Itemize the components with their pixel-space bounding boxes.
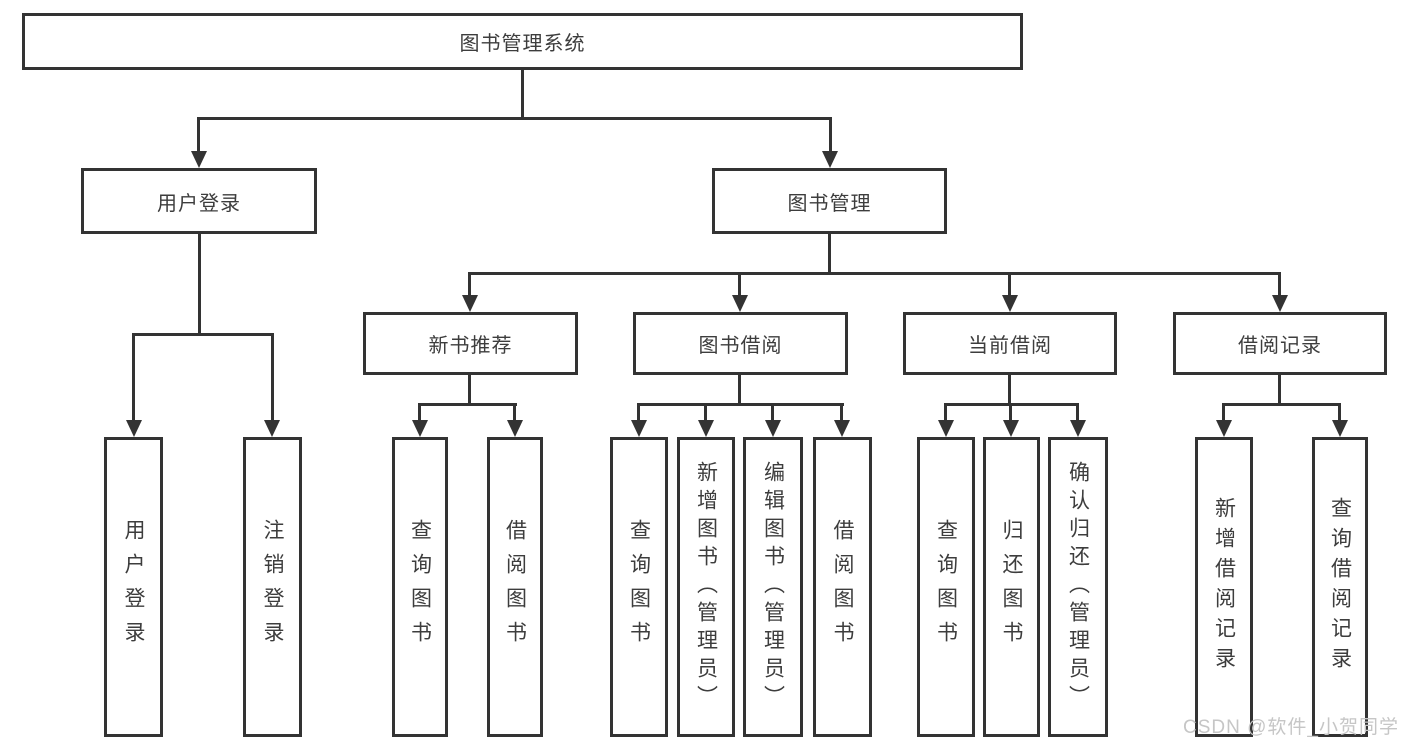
- connector-line: [1278, 375, 1281, 405]
- node-borrow-books: 借阅图书: [487, 437, 543, 737]
- node-label: 借阅图书: [503, 519, 527, 655]
- node-label: 查询图书: [627, 519, 651, 655]
- connector-line: [637, 403, 844, 406]
- connector-line: [197, 117, 200, 152]
- node-borrow-books: 借阅图书: [813, 437, 872, 737]
- connector-line: [1076, 403, 1079, 420]
- connector-arrowhead: [1216, 420, 1232, 437]
- node-label: 查询图书: [408, 519, 432, 655]
- connector-arrowhead: [732, 295, 748, 312]
- connector-line: [468, 375, 471, 405]
- node-label: 注销登录: [261, 519, 284, 655]
- csdn-watermark: CSDN @软件_小贺同学: [1183, 717, 1399, 738]
- connector-line: [513, 403, 516, 420]
- node-return-books: 归还图书: [983, 437, 1040, 737]
- connector-arrowhead: [1003, 420, 1019, 437]
- connector-line: [1222, 403, 1225, 420]
- connector-line: [198, 234, 201, 335]
- node-label: 图书管理: [787, 192, 872, 215]
- connector-line: [418, 403, 517, 406]
- node-label: 用户登录: [122, 519, 145, 655]
- connector-line: [944, 403, 947, 420]
- connector-arrowhead: [412, 420, 428, 437]
- node-book-borrowing: 图书借阅: [633, 312, 848, 375]
- node-library-system: 图书管理系统: [22, 13, 1023, 70]
- node-label: 新书推荐: [428, 335, 513, 357]
- node-label: 图书借阅: [698, 335, 783, 357]
- connector-arrowhead: [938, 420, 954, 437]
- node-confirm-return-admin: 确认归还（管理员）: [1048, 437, 1108, 737]
- connector-line: [1222, 403, 1341, 406]
- node-label: 新增借阅记录: [1212, 497, 1236, 677]
- node-label: 用户登录: [157, 192, 241, 215]
- node-label: 当前借阅: [968, 335, 1052, 357]
- connector-line: [738, 375, 741, 405]
- node-new-book-recommendation: 新书推荐: [363, 312, 578, 375]
- node-user-login: 用户登录: [81, 168, 317, 234]
- node-query-books: 查询图书: [917, 437, 975, 737]
- connector-line: [468, 272, 471, 295]
- connector-arrowhead: [765, 420, 781, 437]
- connector-line: [132, 333, 274, 336]
- node-label: 图书管理系统: [459, 33, 586, 55]
- connector-arrowhead: [191, 151, 207, 168]
- connector-line: [771, 403, 774, 420]
- connector-line: [271, 333, 274, 420]
- connector-arrowhead: [1332, 420, 1348, 437]
- connector-arrowhead: [1070, 420, 1086, 437]
- connector-line: [1008, 272, 1011, 295]
- node-add-book-admin: 新增图书（管理员）: [677, 437, 735, 737]
- node-borrowing-records: 借阅记录: [1173, 312, 1387, 375]
- node-label: 新增图书（管理员）: [694, 461, 718, 713]
- connector-line: [197, 117, 832, 120]
- connector-arrowhead: [698, 420, 714, 437]
- connector-arrowhead: [834, 420, 850, 437]
- connector-line: [704, 403, 707, 420]
- connector-line: [418, 403, 421, 420]
- node-label: 查询图书: [934, 519, 958, 655]
- connector-arrowhead: [264, 420, 280, 437]
- connector-line: [637, 403, 640, 420]
- connector-line: [738, 272, 741, 295]
- connector-arrowhead: [126, 420, 142, 437]
- connector-line: [829, 117, 832, 152]
- node-add-borrow-record: 新增借阅记录: [1195, 437, 1253, 737]
- connector-line: [1008, 375, 1011, 405]
- connector-arrowhead: [822, 151, 838, 168]
- connector-arrowhead: [1002, 295, 1018, 312]
- node-label: 编辑图书（管理员）: [761, 461, 785, 713]
- node-query-borrow-record: 查询借阅记录: [1312, 437, 1368, 737]
- node-user-login-leaf: 用户登录: [104, 437, 163, 737]
- connector-line: [1009, 403, 1012, 420]
- node-query-books: 查询图书: [392, 437, 448, 737]
- connector-line: [840, 403, 843, 420]
- node-label: 借阅图书: [831, 519, 854, 655]
- connector-arrowhead: [462, 295, 478, 312]
- node-edit-book-admin: 编辑图书（管理员）: [743, 437, 803, 737]
- connector-line: [828, 234, 831, 275]
- connector-line: [132, 333, 135, 420]
- connector-line: [1338, 403, 1341, 420]
- node-label: 借阅记录: [1238, 335, 1322, 357]
- node-book-management: 图书管理: [712, 168, 947, 234]
- connector-line: [468, 272, 1281, 275]
- connector-line: [521, 70, 524, 119]
- node-label: 归还图书: [1000, 519, 1023, 655]
- node-label: 确认归还（管理员）: [1066, 461, 1090, 713]
- connector-arrowhead: [631, 420, 647, 437]
- node-logout-leaf: 注销登录: [243, 437, 302, 737]
- connector-line: [1278, 272, 1281, 295]
- node-query-books: 查询图书: [610, 437, 668, 737]
- connector-arrowhead: [507, 420, 523, 437]
- node-current-borrowing: 当前借阅: [903, 312, 1117, 375]
- node-label: 查询借阅记录: [1328, 497, 1352, 677]
- connector-arrowhead: [1272, 295, 1288, 312]
